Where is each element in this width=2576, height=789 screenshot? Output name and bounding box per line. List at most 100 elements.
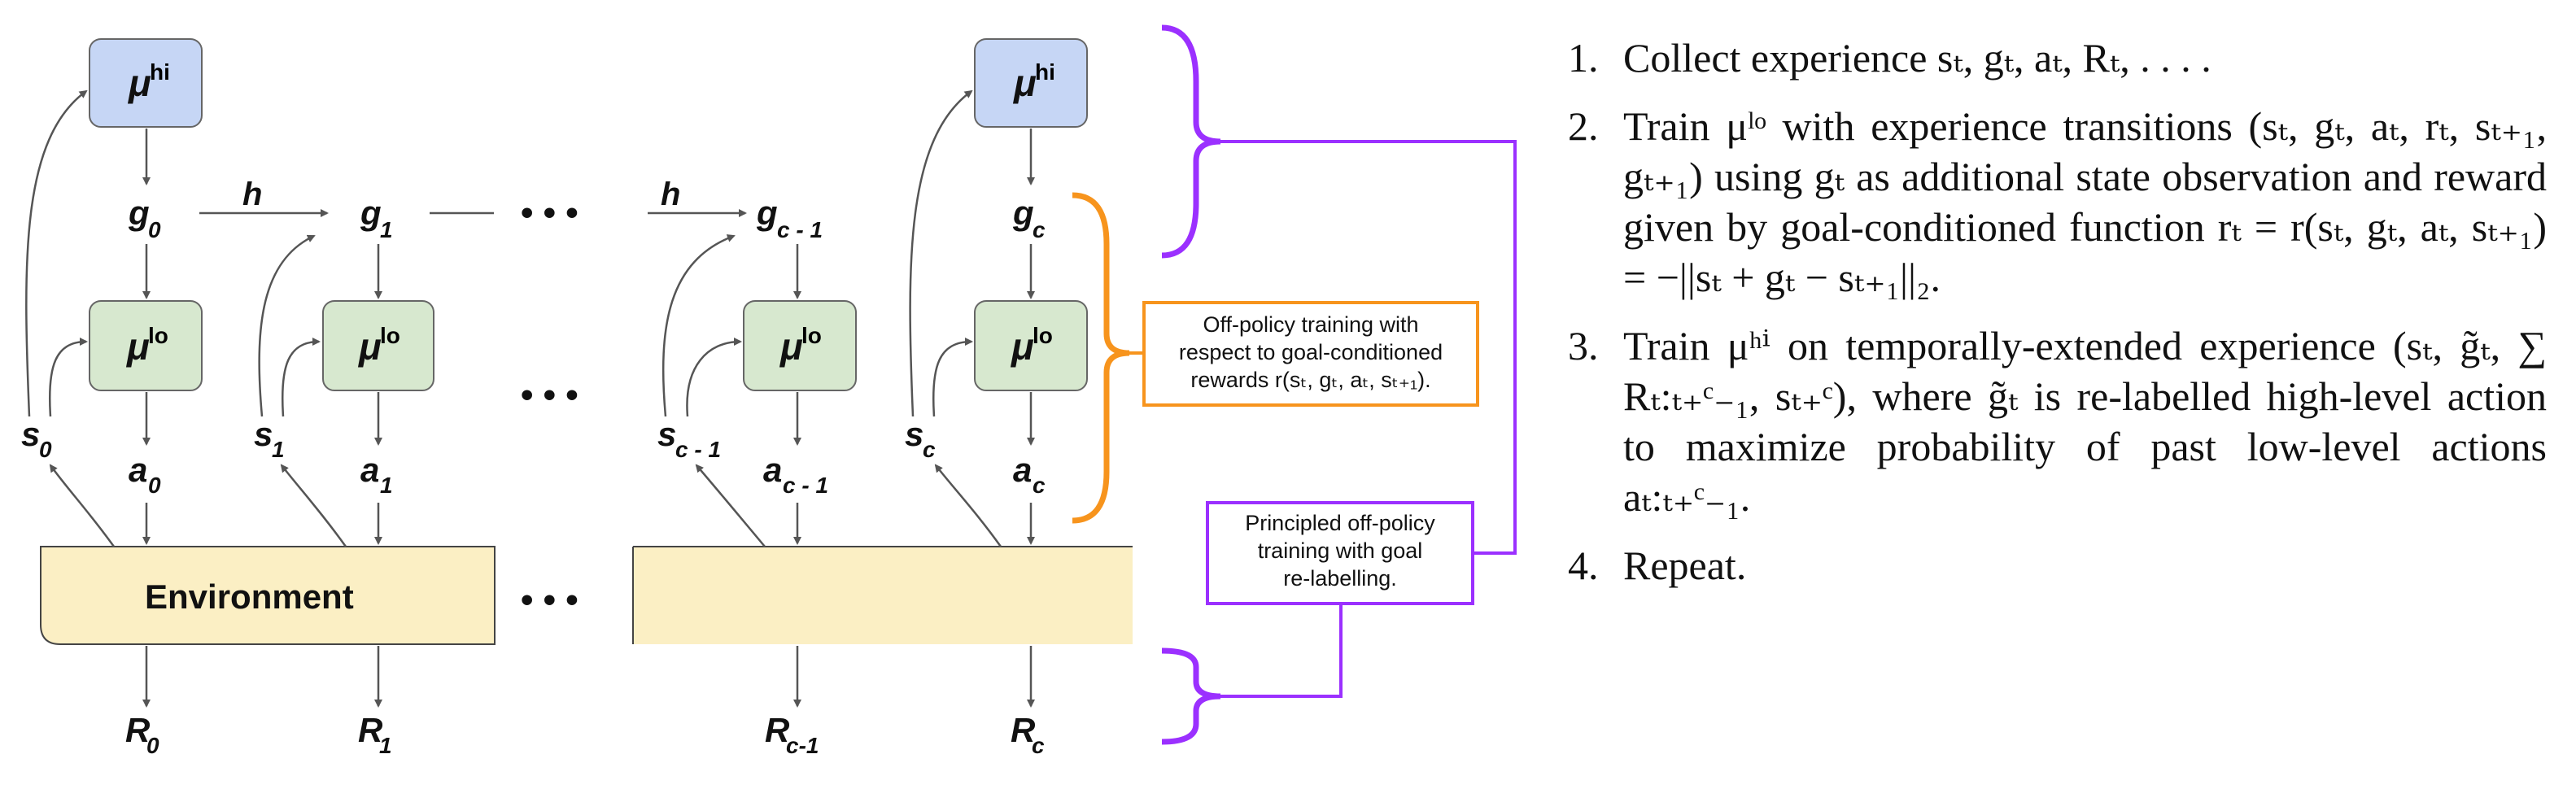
svg-text:g: g [360,194,382,232]
svg-text:0: 0 [146,733,159,758]
svg-text:s: s [657,415,676,453]
goal-gc-1: g c - 1 [756,194,823,242]
svg-text:re-labelling.: re-labelling. [1283,566,1397,591]
svg-text:c-1: c-1 [786,733,819,758]
svg-text:g: g [756,194,778,232]
svg-text:s: s [905,415,923,453]
svg-text:hi: hi [1035,59,1055,85]
hierarchical-rl-diagram: μ hi μ hi μ lo μ lo μ lo μ lo g 0 g 1 g … [21,24,1517,758]
purple-brace-bottom [1161,647,1221,745]
action-a1: a 1 [360,451,393,498]
mu-hi-box-c: μ hi [974,38,1088,128]
svg-text:1: 1 [272,437,285,462]
orange-callout: Off-policy training with respect to goal… [1142,301,1479,407]
svg-text:μ: μ [357,325,382,368]
svg-text:a: a [129,451,147,489]
svg-text:Off-policy training with: Off-policy training with [1203,312,1418,337]
svg-text:c: c [1033,217,1046,242]
svg-text:c: c [1032,733,1045,758]
svg-text:training with goal: training with goal [1258,538,1423,563]
reward-r0: R 0 [125,711,159,758]
goal-gc: g c [1012,194,1046,242]
svg-text:R: R [765,711,790,749]
ellipsis-top: • • • [521,193,579,233]
svg-text:lo: lo [380,323,400,348]
svg-text:rewards r(sₜ, gₜ, aₜ, sₜ₊₁).: rewards r(sₜ, gₜ, aₜ, sₜ₊₁). [1190,368,1430,392]
step-text: Train μʰⁱ on temporally-extended experie… [1623,323,2547,520]
svg-text:1: 1 [380,217,393,242]
svg-text:R: R [1011,711,1036,749]
svg-text:s: s [254,415,273,453]
svg-text:μ: μ [779,325,803,368]
step-number: 4. [1568,543,1599,588]
svg-text:g: g [128,194,150,232]
svg-text:a: a [360,451,379,489]
svg-text:lo: lo [148,323,168,348]
step-text: Train μˡᵒ with experience transitions (s… [1623,103,2547,300]
svg-text:μ: μ [1012,62,1037,104]
svg-text:1: 1 [380,473,393,498]
purple-connector-bottom [1220,605,1343,698]
svg-text:a: a [1013,451,1032,489]
svg-text:Principled off-policy: Principled off-policy [1245,511,1435,535]
svg-text:0: 0 [148,217,161,242]
goal-g1: g 1 [360,194,393,242]
step-1: 1. Collect experience sₜ, gₜ, aₜ, Rₜ, . … [1550,33,2547,83]
environment-box-right [633,547,1133,644]
step-3: 3. Train μʰⁱ on temporally-extended expe… [1550,320,2547,522]
ellipsis-bottom: • • • [521,580,579,620]
purple-brace-top [1161,24,1221,259]
mu-lo-box-c: μ lo [974,300,1088,391]
svg-text:lo: lo [1033,323,1053,348]
svg-text:0: 0 [39,437,52,462]
mu-lo-box-0: μ lo [89,300,203,391]
svg-text:c - 1: c - 1 [777,217,823,242]
state-sc: s c [905,415,936,462]
step-4: 4. Repeat. [1550,540,2547,591]
svg-text:μ: μ [125,325,150,368]
reward-rc-1: R c-1 [765,711,819,758]
algorithm-steps: 1. Collect experience sₜ, gₜ, aₜ, Rₜ, . … [1550,33,2547,608]
step-number: 3. [1568,323,1599,368]
action-a0: a 0 [129,451,161,498]
reward-r1: R 1 [358,711,392,758]
svg-text:μ: μ [127,62,151,104]
purple-connector-top [1220,140,1517,555]
ellipsis-middle: • • • [521,375,579,415]
curved-arrows [25,89,1002,547]
step-number: 2. [1568,103,1599,149]
h-label-1: h [661,177,680,212]
goal-g0: g 0 [128,194,161,242]
svg-text:c - 1: c - 1 [783,473,828,498]
svg-text:g: g [1012,194,1034,232]
svg-text:lo: lo [801,323,822,348]
environment-label: Environment [145,578,354,616]
svg-text:c: c [923,437,936,462]
svg-text:R: R [125,711,151,749]
purple-callout: Principled off-policy training with goal… [1206,501,1474,605]
svg-text:μ: μ [1010,325,1034,368]
state-sc-1: s c - 1 [657,415,721,462]
vertical-arrows [142,129,1035,708]
svg-text:0: 0 [148,473,161,498]
svg-text:c: c [1033,473,1046,498]
state-s0: s 0 [21,415,52,462]
svg-text:R: R [358,711,383,749]
step-2: 2. Train μˡᵒ with experience transitions… [1550,101,2547,303]
step-text: Collect experience sₜ, gₜ, aₜ, Rₜ, . . .… [1623,35,2211,81]
action-ac-1: a c - 1 [763,451,828,498]
reward-rc: R c [1011,711,1045,758]
environment-box-left [40,546,496,645]
svg-text:c - 1: c - 1 [675,437,721,462]
step-number: 1. [1568,35,1599,81]
mu-lo-box-1: μ lo [322,300,434,391]
svg-text:respect to goal-conditioned: respect to goal-conditioned [1179,340,1443,364]
h-label-0: h [242,177,262,212]
state-s1: s 1 [254,415,285,462]
action-ac: a c [1013,451,1046,498]
svg-text:s: s [21,415,40,453]
svg-text:a: a [763,451,782,489]
svg-text:hi: hi [150,59,170,85]
svg-text:1: 1 [379,733,392,758]
step-text: Repeat. [1623,543,1747,588]
